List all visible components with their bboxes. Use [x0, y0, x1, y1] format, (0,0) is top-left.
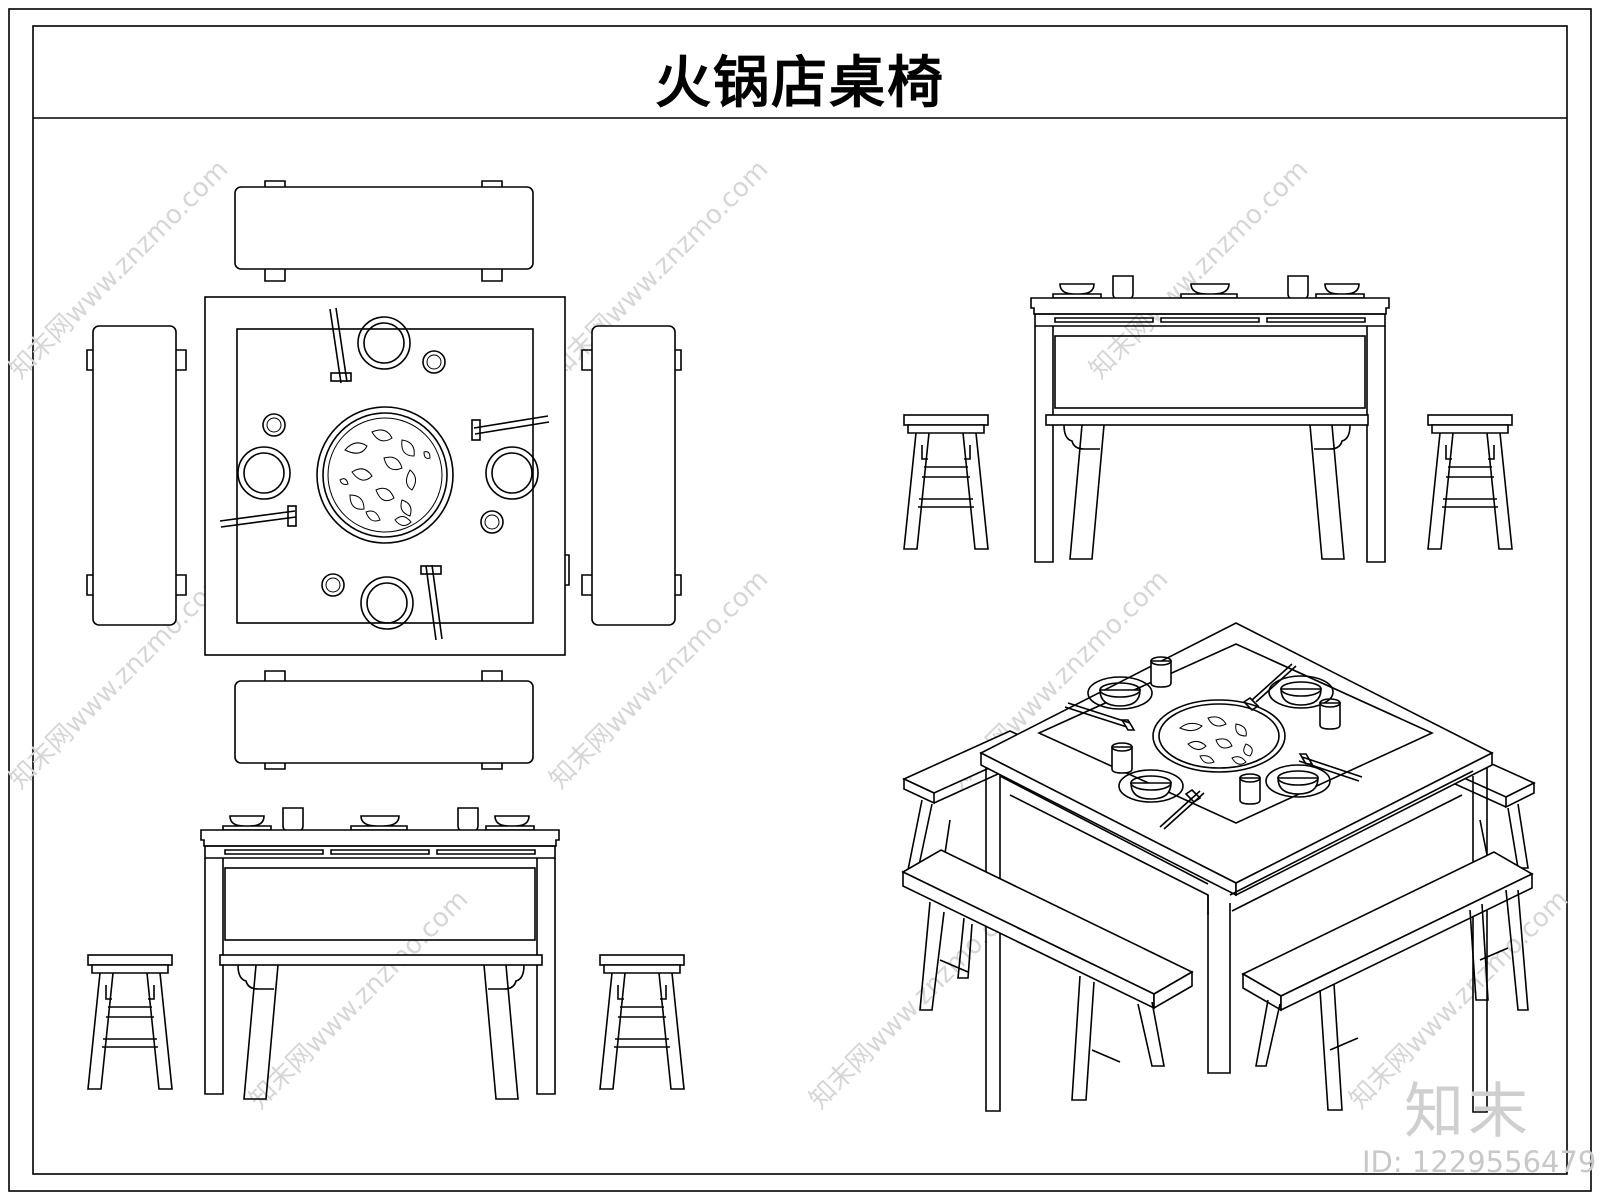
- table-top: [979, 622, 1494, 1113]
- cup-icon: [480, 510, 504, 534]
- cup-icon: [321, 573, 345, 597]
- bench-icon: [234, 670, 534, 770]
- bowl-icon: [1118, 769, 1184, 803]
- hotpot-icon: [1152, 699, 1286, 773]
- bench-icon: [901, 849, 1194, 1101]
- stool-icon: [599, 954, 685, 1090]
- bowl-icon: [357, 316, 411, 370]
- chopsticks-icon: [1064, 702, 1136, 731]
- watermark: 知末网www.znzmo.com: [1084, 154, 1315, 385]
- stool-icon: [87, 954, 173, 1090]
- stool-icon: [1427, 414, 1513, 550]
- chopsticks-icon: [329, 307, 352, 384]
- bowl-icon: [1265, 764, 1331, 798]
- bench-icon: [1241, 851, 1534, 1111]
- watermark: 知末网www.znzmo.com: [244, 884, 475, 1115]
- bench-icon: [86, 325, 187, 626]
- front-elevation-right: [903, 275, 1513, 563]
- stool-icon: [903, 414, 989, 550]
- drawing-id: ID: 1229556479: [1362, 1145, 1597, 1179]
- table-top: [204, 296, 570, 656]
- cup-icon: [422, 350, 446, 374]
- chopsticks-icon: [1242, 663, 1297, 712]
- outer-frame: [8, 8, 1592, 1192]
- cup-icon: [262, 413, 286, 437]
- brand-logo: 知末: [1404, 1077, 1532, 1147]
- drawing-title: 火锅店桌椅: [655, 51, 945, 116]
- chopsticks-icon: [471, 415, 550, 441]
- chopsticks-icon: [1159, 788, 1205, 830]
- bowl-icon: [360, 576, 414, 630]
- chopsticks-icon: [420, 564, 443, 641]
- plan-view: [86, 180, 682, 770]
- chopsticks-icon: [1298, 753, 1363, 782]
- cup-icon: [1319, 698, 1341, 730]
- bowl-icon: [237, 446, 291, 500]
- cup-icon: [1239, 773, 1261, 805]
- bench-icon: [234, 180, 534, 282]
- bowl-icon: [1268, 675, 1334, 709]
- hotpot-icon: [316, 406, 454, 544]
- chopsticks-icon: [219, 505, 297, 528]
- bench-icon: [581, 325, 682, 626]
- cup-icon: [1111, 742, 1133, 774]
- isometric-view: [901, 622, 1536, 1113]
- inner-frame: [32, 25, 1568, 1175]
- bowl-icon: [1087, 676, 1153, 710]
- cup-icon: [1150, 656, 1172, 688]
- bowl-icon: [485, 446, 539, 500]
